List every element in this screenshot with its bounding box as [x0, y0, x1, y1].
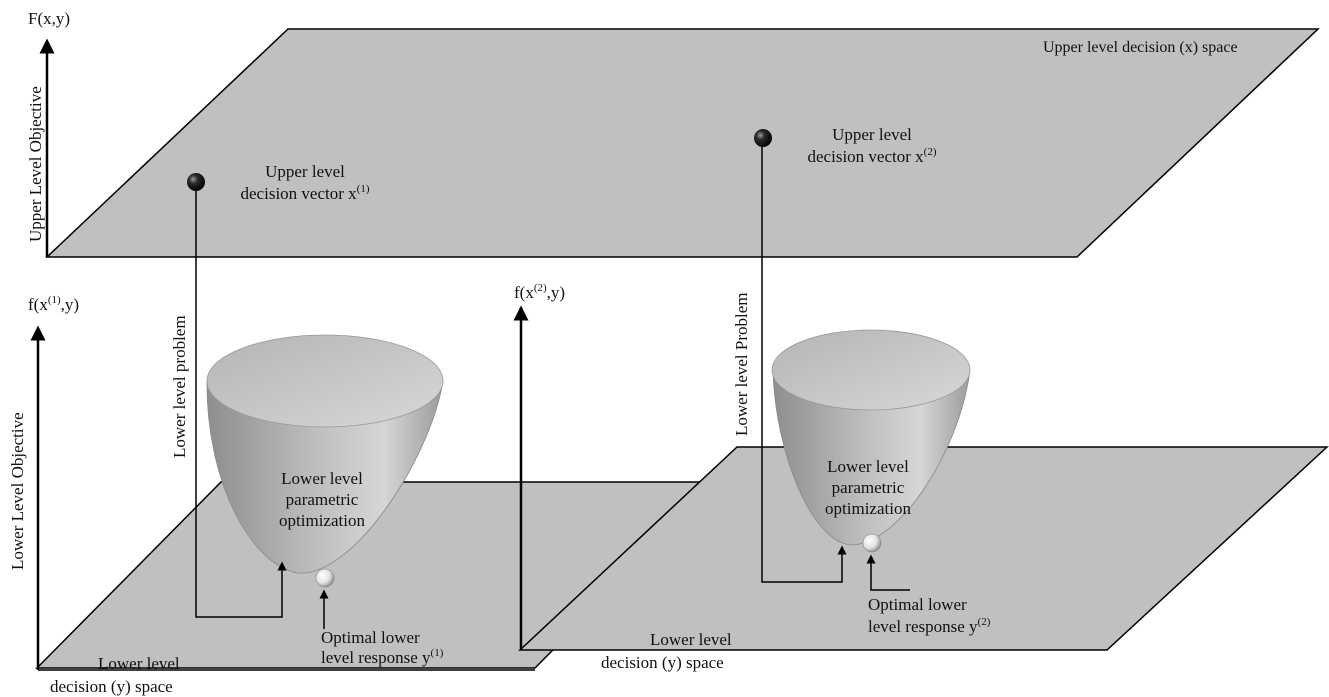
- lower-right-response-line2: level response y(2): [868, 616, 991, 636]
- lower-right-axis-top-label: f(x(2),y): [514, 282, 565, 302]
- lower-right-bowl: [772, 369, 971, 546]
- lower-left-bowl-text-2: parametric: [286, 490, 359, 509]
- lower-right-space-line2: decision (y) space: [601, 653, 724, 672]
- lower-right-problem-label: Lower level Problem: [732, 292, 751, 436]
- upper-axis-label: Upper Level Objective: [26, 86, 45, 242]
- lower-left-bowl: [206, 380, 444, 574]
- upper-vector-2-point: [754, 129, 772, 147]
- lower-left-response-line2: level response y(1): [321, 647, 444, 667]
- upper-vector-1-point: [187, 173, 205, 191]
- lower-left-response-line1: Optimal lower: [321, 628, 420, 647]
- lower-left-bowl-text-1: Lower level: [281, 469, 363, 488]
- lower-right-response-pointer: [866, 554, 910, 591]
- upper-vector-1-label-line1: Upper level: [265, 162, 345, 181]
- upper-space-label: Upper level decision (x) space: [1043, 39, 1238, 56]
- lower-left-space-line1: Lower level: [98, 654, 180, 673]
- lower-left-axis-top-label: f(x(1),y): [28, 294, 79, 314]
- lower-right-bowl-text-2: parametric: [832, 478, 905, 497]
- lower-right-bowl-text-3: optimization: [825, 499, 911, 518]
- lower-right-optimal-point: [862, 533, 882, 553]
- upper-decision-plane: [45, 28, 1320, 258]
- lower-right-decision-plane: [518, 446, 1329, 651]
- lower-left-optimal-point: [315, 568, 335, 588]
- lower-right-problem-connector: [761, 147, 847, 583]
- lower-right-space-line1: Lower level: [650, 630, 732, 649]
- upper-vector-2-label-line1: Upper level: [832, 125, 912, 144]
- lower-right-bowl-text-1: Lower level: [827, 457, 909, 476]
- lower-left-bowl-rim: [206, 334, 444, 428]
- lower-left-bowl-text-3: optimization: [279, 511, 365, 530]
- upper-vector-1-label-line2: decision vector x(1): [241, 183, 370, 203]
- upper-vector-2-label-line2: decision vector x(2): [808, 146, 937, 166]
- lower-left-problem-label: Lower level problem: [170, 315, 189, 458]
- lower-right-response-line1: Optimal lower: [868, 595, 967, 614]
- lower-left-axis-label: Lower Level Objective: [8, 412, 27, 570]
- upper-axis-top-label: F(x,y): [28, 9, 70, 28]
- lower-left-space-line2: decision (y) space: [50, 677, 173, 696]
- lower-left-problem-connector: [195, 191, 287, 618]
- lower-right-bowl-rim: [771, 329, 971, 411]
